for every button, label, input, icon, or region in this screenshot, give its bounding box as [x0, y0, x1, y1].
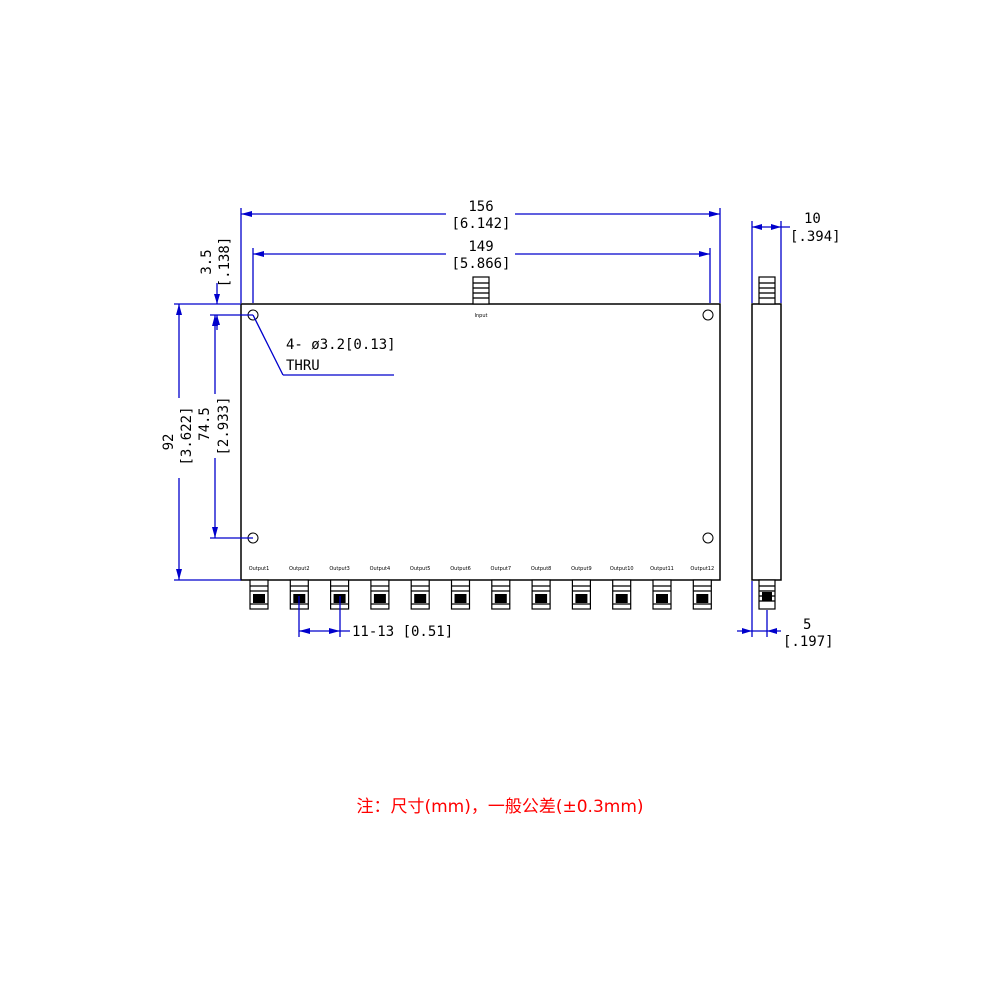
dim-overall-width-in: [6.142] — [451, 216, 510, 232]
hole-callout: 4- ø3.2[0.13] THRU — [252, 314, 396, 376]
output-port-label: Output5 — [410, 566, 431, 572]
output-connector — [612, 579, 632, 610]
dim-thickness-in: [.394] — [790, 229, 841, 245]
output-port: Output7 — [491, 566, 512, 610]
dim-hole-spacing-x-in: [5.866] — [451, 256, 510, 272]
hole-top-right — [702, 309, 714, 321]
dim-overall-height-mm: 92 — [161, 434, 177, 451]
dim-edge-offset-in: [.138] — [217, 237, 233, 288]
output-connector — [652, 579, 672, 610]
output-port: Output6 — [450, 566, 471, 610]
output-port: Output9 — [571, 566, 592, 610]
dim-hole-spacing-x-mm: 149 — [468, 239, 493, 255]
dim-edge-offset: 3.5 [.138] — [199, 237, 233, 330]
output-port-label: Output12 — [690, 566, 714, 572]
dim-overall-width-mm: 156 — [468, 199, 493, 215]
dim-hole-spacing-x: 149 [5.866] — [252, 239, 711, 303]
output-port: Output8 — [531, 566, 552, 610]
dim-port-offset-in: [.197] — [783, 634, 834, 650]
output-port-label: Output8 — [531, 566, 552, 572]
dim-hole-spacing-y-in: [2.933] — [216, 396, 232, 455]
output-connector — [531, 579, 551, 610]
device-body — [240, 303, 721, 581]
dim-overall-height: 92 [3.622] — [161, 303, 241, 581]
output-connector — [491, 579, 511, 610]
hole-callout-size: 4- ø3.2[0.13] — [286, 337, 396, 353]
dim-overall-height-in: [3.622] — [179, 406, 195, 465]
output-port-label: Output7 — [491, 566, 512, 572]
output-port-label: Output6 — [450, 566, 471, 572]
output-port-label: Output11 — [650, 566, 674, 572]
tolerance-note: 注：尺寸(mm)，一般公差(±0.3mm) — [356, 797, 643, 817]
dim-port-offset: 5 [.197] — [737, 581, 834, 650]
dim-overall-width: 156 [6.142] — [240, 199, 721, 303]
hole-bottom-right — [702, 532, 714, 544]
output-port-label: Output4 — [370, 566, 391, 572]
output-ports: Output1 Output2 Output3 Output4 Output5 Outpu… — [249, 566, 714, 610]
dim-thickness-mm: 10 — [804, 211, 821, 227]
output-connector — [370, 579, 390, 610]
output-port: Output1 — [249, 566, 270, 610]
output-port: Output11 — [650, 566, 674, 610]
output-connector — [249, 579, 269, 610]
output-connector — [692, 579, 712, 610]
output-connector — [571, 579, 592, 610]
dim-port-pitch-value: 11-13 [0.51] — [352, 624, 453, 640]
output-port: Output12 — [690, 566, 714, 610]
side-view — [751, 276, 782, 610]
dim-port-offset-mm: 5 — [803, 617, 811, 633]
output-port-label: Output10 — [610, 566, 634, 572]
output-connector — [410, 579, 430, 610]
dim-hole-spacing-y: 74.5 [2.933] — [197, 314, 253, 539]
output-port: Output5 — [410, 566, 431, 610]
output-port: Output4 — [370, 566, 391, 610]
dim-thickness: 10 [.394] — [751, 211, 841, 303]
output-port-label: Output2 — [289, 566, 310, 572]
input-label: Input — [475, 313, 488, 319]
dim-hole-spacing-y-mm: 74.5 — [197, 407, 213, 441]
output-port: Output10 — [610, 566, 634, 610]
output-port-label: Output9 — [571, 566, 592, 572]
output-port-label: Output3 — [329, 566, 350, 572]
input-connector — [472, 276, 490, 305]
hole-callout-thru: THRU — [286, 358, 320, 374]
output-connector — [450, 579, 471, 610]
dim-port-pitch: 11-13 [0.51] — [298, 596, 453, 640]
dim-edge-offset-mm: 3.5 — [199, 249, 215, 274]
output-port-label: Output1 — [249, 566, 270, 572]
